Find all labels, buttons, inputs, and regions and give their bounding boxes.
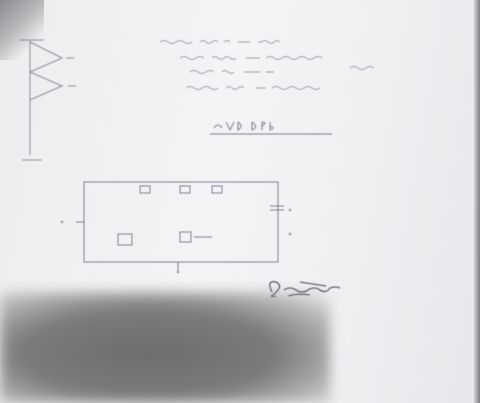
edge-shadow [474, 0, 480, 403]
floor-plan-marks [60, 208, 292, 274]
tower-drawing [20, 39, 76, 161]
notes-block [159, 40, 375, 90]
cad-title-sketch [210, 121, 332, 135]
hand-shadow [0, 292, 330, 403]
floor-plan [76, 181, 284, 272]
corner-shadow [0, 0, 44, 60]
